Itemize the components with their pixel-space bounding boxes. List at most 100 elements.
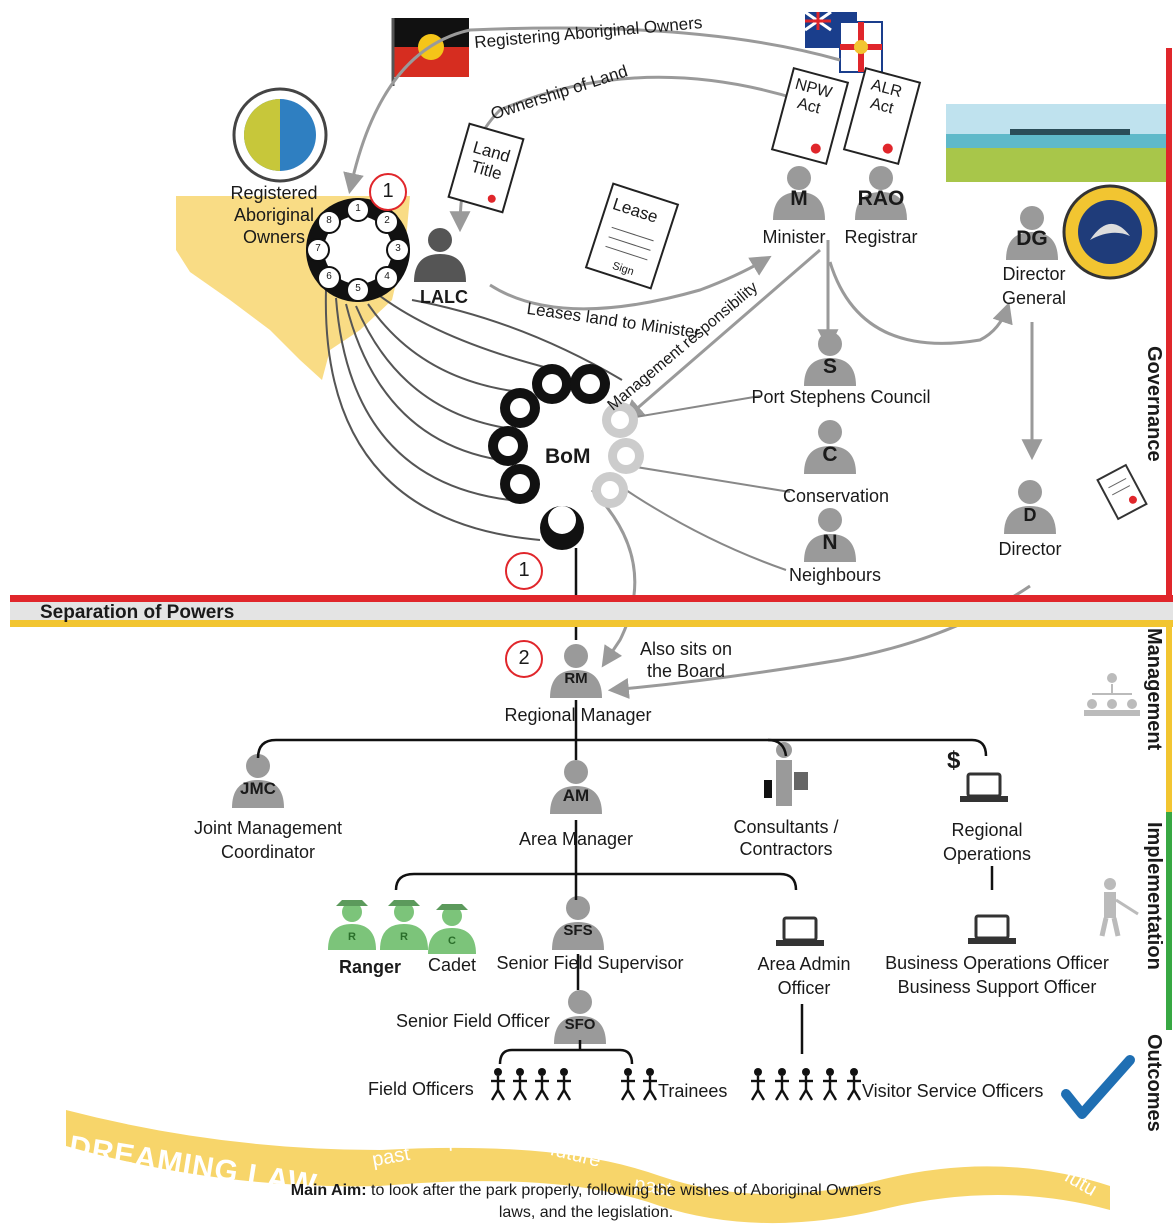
bom-label: BoM bbox=[545, 445, 591, 468]
business-ops-label: Business Operations Officer bbox=[885, 953, 1109, 973]
rm-abbr: RM bbox=[564, 670, 588, 687]
senior-field-supervisor-label: Senior Field Supervisor bbox=[496, 953, 684, 973]
seat-number: 6 bbox=[326, 271, 332, 282]
also-sits-label: Also sits on the Board bbox=[639, 639, 733, 681]
cadet-label: Cadet bbox=[427, 955, 477, 975]
land-title-document-icon bbox=[447, 122, 525, 214]
registered-owners-label: Registered Aboriginal Owners bbox=[230, 183, 318, 247]
consultants-label: Consultants / Contractors bbox=[733, 817, 839, 859]
governance-bar bbox=[1166, 48, 1172, 598]
neighbours-abbr: N bbox=[822, 531, 838, 554]
dreaming-word: present bbox=[447, 1126, 516, 1152]
ranger-badge-1: R bbox=[348, 931, 356, 943]
am-abbr: AM bbox=[562, 786, 590, 805]
senior-field-officer-label: Senior Field Officer bbox=[396, 1011, 550, 1031]
regional-ops-laptop-icon bbox=[958, 772, 1010, 804]
business-support-label: Business Support Officer bbox=[897, 977, 1097, 997]
main-aim-text: Main Aim: to look after the park properl… bbox=[276, 1180, 896, 1224]
neighbours-label: Neighbours bbox=[788, 565, 882, 585]
implementation-worker-icon bbox=[1099, 878, 1139, 937]
environment-banner-image bbox=[946, 104, 1168, 182]
seat-number: 7 bbox=[315, 243, 321, 254]
director-label: Director bbox=[998, 539, 1062, 559]
field-officer-figure bbox=[533, 1066, 551, 1102]
field-officer-figure bbox=[555, 1066, 573, 1102]
field-officer-figure bbox=[511, 1066, 529, 1102]
seat-number: 2 bbox=[384, 215, 390, 226]
visitor-service-label: Visitor Service Officers bbox=[862, 1081, 1044, 1101]
checkmark-icon bbox=[1061, 1055, 1135, 1119]
step-one-label-top: 1 bbox=[382, 180, 394, 202]
management-arrow bbox=[622, 248, 821, 421]
jmc-abbr: JMC bbox=[240, 779, 276, 798]
dollar-label: $ bbox=[947, 747, 961, 774]
outcomes-section-label: Outcomes bbox=[1143, 1034, 1165, 1132]
step-two-label: 2 bbox=[518, 647, 530, 669]
trainee-figure bbox=[641, 1066, 659, 1102]
conservation-abbr: C bbox=[822, 443, 838, 466]
seat-number: 3 bbox=[395, 243, 401, 254]
separation-bar bbox=[10, 595, 1173, 627]
management-org-icon bbox=[1084, 673, 1140, 716]
step-two-circle bbox=[505, 640, 543, 678]
regional-ops-label: Regional Operations bbox=[942, 820, 1032, 864]
registrar-label: Registrar bbox=[844, 227, 918, 247]
registering-arrow bbox=[343, 26, 841, 195]
visitor-officer-figure bbox=[821, 1066, 839, 1102]
lease-document-icon bbox=[584, 182, 680, 290]
owners-ring bbox=[306, 198, 410, 302]
council-abbr: S bbox=[822, 355, 838, 378]
conservation-label: Conservation bbox=[782, 486, 890, 506]
jmc-label: Joint Management Coordinator bbox=[193, 818, 343, 862]
dreaming-law-ribbon bbox=[66, 1110, 1110, 1224]
lalc-label: LALC bbox=[420, 287, 468, 307]
conservation-seal-icon bbox=[232, 87, 328, 183]
management-section-label: Management bbox=[1143, 628, 1165, 751]
org-chart-lines bbox=[256, 548, 994, 1065]
parks-wildlife-seal-icon bbox=[1062, 184, 1158, 280]
business-ops-laptop-icon bbox=[966, 914, 1018, 946]
bom-to-rm-arrow bbox=[590, 488, 637, 668]
australian-flag-icon bbox=[804, 10, 883, 73]
minister-label: Minister bbox=[762, 227, 826, 247]
regional-manager-label: Regional Manager bbox=[504, 705, 652, 725]
leases-arrow bbox=[489, 255, 772, 311]
aboriginal-flag-icon bbox=[391, 18, 469, 86]
seat-number: 5 bbox=[355, 283, 361, 294]
step-one-label-bottom: 1 bbox=[518, 559, 530, 581]
main-aim-heading: Main Aim: bbox=[290, 1182, 367, 1199]
alr-act-document-icon bbox=[842, 66, 922, 166]
management-bar bbox=[1166, 627, 1172, 812]
trainees-label: Trainees bbox=[658, 1081, 728, 1101]
rao-abbr: RAO bbox=[857, 187, 905, 210]
area-manager-label: Area Manager bbox=[518, 829, 634, 849]
director-abbr: D bbox=[1023, 505, 1037, 525]
implementation-bar bbox=[1166, 812, 1172, 1030]
visitor-officer-figure bbox=[773, 1066, 791, 1102]
main-aim-body: to look after the park properly, followi… bbox=[366, 1182, 882, 1221]
visitor-officer-figure bbox=[797, 1066, 815, 1102]
visitor-officer-figure bbox=[845, 1066, 863, 1102]
npw-act-document-icon bbox=[770, 66, 850, 166]
area-admin-label: Area Admin Officer bbox=[757, 954, 851, 998]
sfo-abbr: SFO bbox=[564, 1016, 596, 1033]
field-officers-label: Field Officers bbox=[368, 1079, 474, 1099]
lalc-person-icon bbox=[414, 228, 466, 282]
minister-abbr: M bbox=[790, 187, 808, 210]
trainee-figure bbox=[619, 1066, 637, 1102]
bom-to-stakeholder-lines bbox=[619, 395, 791, 571]
ranger-label: Ranger bbox=[338, 957, 402, 977]
bom-ring bbox=[488, 364, 644, 550]
sfs-abbr: SFS bbox=[563, 922, 593, 939]
area-admin-laptop-icon bbox=[774, 916, 826, 948]
owners-to-bom-lines bbox=[324, 289, 623, 541]
minister-to-dg-arrow bbox=[828, 261, 1013, 345]
step-one-circle-bottom bbox=[505, 552, 543, 590]
dreaming-word: past bbox=[893, 1126, 933, 1152]
seat-number: 1 bbox=[355, 203, 361, 214]
ranger-badge-2: R bbox=[400, 931, 408, 943]
field-officer-figure bbox=[489, 1066, 507, 1102]
cadet-badge: C bbox=[448, 935, 456, 947]
implementation-section-label: Implementation bbox=[1143, 822, 1165, 970]
